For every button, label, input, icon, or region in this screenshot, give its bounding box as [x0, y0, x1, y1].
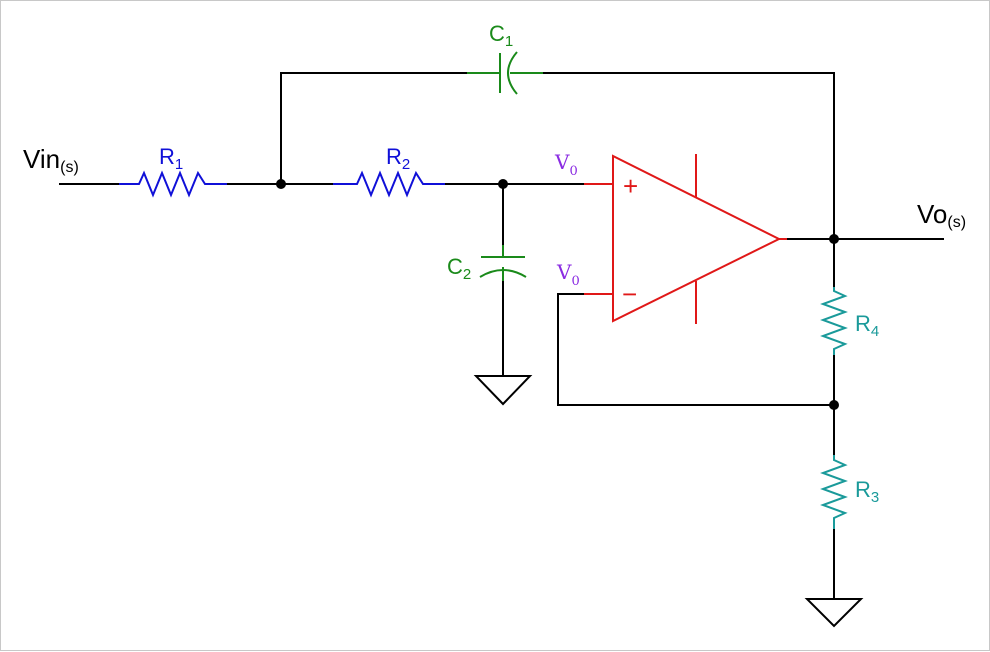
op-amp-body — [612, 154, 782, 323]
svg-text:C1: C1 — [489, 21, 513, 50]
svg-text:R4: R4 — [855, 311, 879, 340]
label-v0-minus: V0 — [556, 260, 580, 289]
svg-text:R3: R3 — [855, 477, 879, 506]
junctions — [276, 179, 839, 410]
svg-text:V0: V0 — [554, 150, 578, 179]
label-c1: C1 — [489, 21, 513, 50]
label-vo: Vo(s) — [917, 199, 966, 231]
label-vin: Vin(s) — [23, 144, 79, 176]
ground-symbol-c2 — [473, 375, 533, 406]
junction-output — [829, 234, 839, 244]
op-amp-plus-sign: + — [623, 171, 638, 201]
label-r4: R4 — [855, 311, 879, 340]
wires — [59, 72, 944, 599]
svg-text:Vo(s): Vo(s) — [917, 199, 966, 231]
label-v0-plus: V0 — [554, 150, 578, 179]
label-r3: R3 — [855, 477, 879, 506]
resistor-r1 — [119, 170, 227, 198]
op-amp — [584, 154, 787, 324]
capacitor-c2 — [479, 245, 527, 281]
resistor-r3 — [820, 455, 848, 529]
wire-feedback — [557, 293, 834, 406]
resistor-r4 — [820, 287, 848, 355]
label-r1: R1 — [159, 144, 183, 173]
wire-c1-loop-left — [280, 72, 467, 184]
svg-text:V0: V0 — [556, 260, 580, 289]
svg-text:R2: R2 — [386, 144, 410, 173]
svg-text:Vin(s): Vin(s) — [23, 144, 79, 176]
svg-text:C2: C2 — [447, 254, 471, 283]
junction-node-b — [498, 179, 508, 189]
capacitor-c1 — [467, 51, 543, 95]
junction-node-a — [276, 179, 286, 189]
ground-symbol-r3 — [804, 598, 864, 628]
label-r2: R2 — [386, 144, 410, 173]
op-amp-minus-sign: − — [622, 279, 637, 309]
label-c2: C2 — [447, 254, 471, 283]
wire-c1-loop-right — [543, 72, 835, 239]
resistor-r2 — [333, 170, 445, 198]
svg-text:R1: R1 — [159, 144, 183, 173]
junction-feedback — [829, 400, 839, 410]
